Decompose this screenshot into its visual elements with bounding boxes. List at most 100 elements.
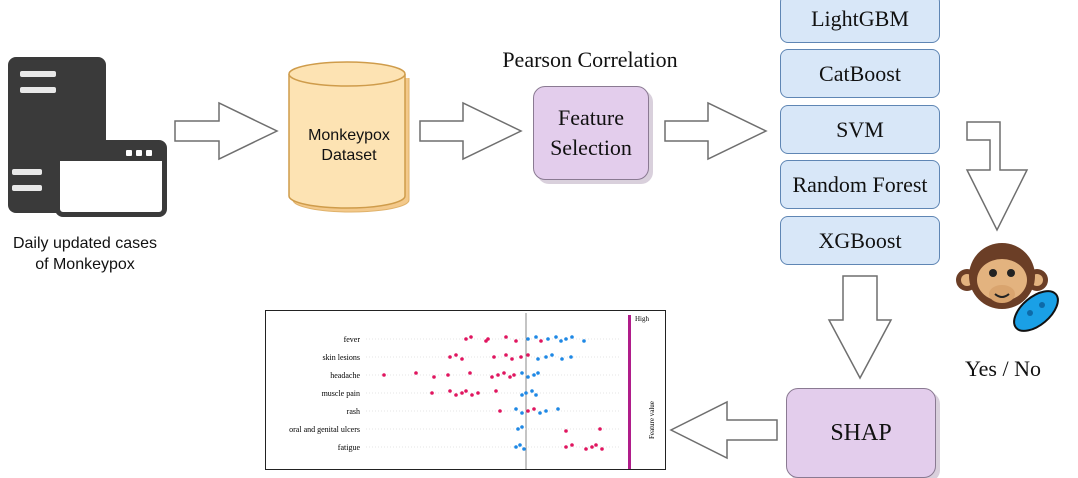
server-slot (20, 87, 56, 93)
output-label: Yes / No (964, 356, 1041, 381)
shap-dot (526, 409, 530, 413)
model-box-random-forest: Random Forest (780, 160, 940, 209)
shap-dot (460, 391, 464, 395)
shap-dot (522, 447, 526, 451)
shap-box: SHAP (786, 388, 936, 478)
shap-dot (476, 391, 480, 395)
shap-plot-canvas: High Feature value fever skin lesions head… (289, 313, 656, 469)
shap-dot (508, 375, 512, 379)
source-caption-line2: of Monkeypox (35, 256, 135, 273)
shap-dot (534, 335, 538, 339)
shap-dot (448, 355, 452, 359)
monkey-virus-icon (956, 243, 1059, 332)
shap-dot (520, 393, 524, 397)
shap-feature-label: fever (344, 335, 361, 344)
shap-dot (512, 373, 516, 377)
shap-dot (486, 337, 490, 341)
dataset-label-line2: Dataset (321, 147, 377, 164)
shap-dot (446, 373, 450, 377)
shap-dot (432, 375, 436, 379)
diagram-graphics (174, 61, 1059, 460)
shap-dot (468, 371, 472, 375)
shap-dot (502, 371, 506, 375)
shap-dot (504, 335, 508, 339)
source-caption: Daily updated cases of Monkeypox (0, 233, 170, 275)
shap-colorbar (628, 315, 631, 469)
shap-summary-plot: High Feature value fever skin lesions head… (265, 310, 666, 470)
shap-dot (454, 353, 458, 357)
shap-dot (496, 373, 500, 377)
server-slot (20, 71, 56, 77)
shap-dot (516, 427, 520, 431)
shap-dot (448, 389, 452, 393)
shap-dot (560, 357, 564, 361)
shap-feature-label: fatigue (338, 443, 361, 452)
shap-dot (582, 339, 586, 343)
shap-dot (514, 407, 518, 411)
source-caption-line1: Daily updated cases (12, 235, 158, 252)
feature-selection-line2: Selection (550, 135, 632, 160)
shap-dot (532, 373, 536, 377)
colorbar-high-label: High (635, 315, 650, 323)
shap-dot (569, 355, 573, 359)
dataset-label-line1: Monkeypox (308, 127, 390, 144)
shap-dot (564, 337, 568, 341)
arrow-dataset-to-features (419, 101, 523, 161)
colorbar-title: Feature value (648, 401, 656, 439)
shap-dot (526, 353, 530, 357)
arrow-features-to-models (664, 101, 768, 161)
model-box-catboost: CatBoost (780, 49, 940, 98)
shap-dot (532, 407, 536, 411)
shap-dot (510, 357, 514, 361)
shap-dot (550, 353, 554, 357)
shap-feature-label: skin lesions (322, 353, 360, 362)
shap-dot (492, 355, 496, 359)
shap-dot (470, 393, 474, 397)
shap-dot (530, 389, 534, 393)
database-icon (288, 61, 410, 213)
shap-feature-label: oral and genital ulcers (289, 425, 360, 434)
feature-selection-line1: Feature (558, 105, 624, 130)
shap-dot (570, 443, 574, 447)
shap-dot (590, 445, 594, 449)
shap-dot (526, 375, 530, 379)
shap-dot (454, 393, 458, 397)
arrow-models-to-shap (827, 275, 893, 380)
shap-dot (598, 427, 602, 431)
shap-dot (538, 411, 542, 415)
shap-dot (600, 447, 604, 451)
shap-dot (469, 335, 473, 339)
shap-dot (520, 371, 524, 375)
shap-dot (564, 429, 568, 433)
pearson-label: Pearson Correlation (502, 47, 678, 72)
arrow-shap-to-plot (669, 400, 778, 460)
shap-dot (520, 425, 524, 429)
feature-selection-box: Feature Selection (533, 86, 649, 180)
shap-feature-label: rash (347, 407, 360, 416)
shap-dot (460, 357, 464, 361)
shap-dot (519, 355, 523, 359)
shap-dot (494, 389, 498, 393)
shap-dot (430, 391, 434, 395)
shap-dot (564, 445, 568, 449)
shap-dot (570, 335, 574, 339)
model-box-xgboost: XGBoost (780, 216, 940, 265)
shap-dot (526, 337, 530, 341)
shap-dot (464, 389, 468, 393)
shap-dot (524, 391, 528, 395)
shap-dot (498, 409, 502, 413)
shap-dot (490, 375, 494, 379)
shap-dot (414, 371, 418, 375)
shap-dot (504, 353, 508, 357)
shap-feature-label: muscle pain (322, 389, 360, 398)
arrow-source-to-dataset (174, 101, 279, 161)
shap-dot (464, 337, 468, 341)
dataset-label: Monkeypox Dataset (289, 126, 409, 166)
shap-dot (382, 373, 386, 377)
shap-dot (539, 339, 543, 343)
model-box-lightgbm: LightGBM (780, 0, 940, 43)
shap-dot (544, 355, 548, 359)
shap-dot (518, 443, 522, 447)
shap-feature-label: headache (330, 371, 360, 380)
window-icon (55, 140, 167, 217)
